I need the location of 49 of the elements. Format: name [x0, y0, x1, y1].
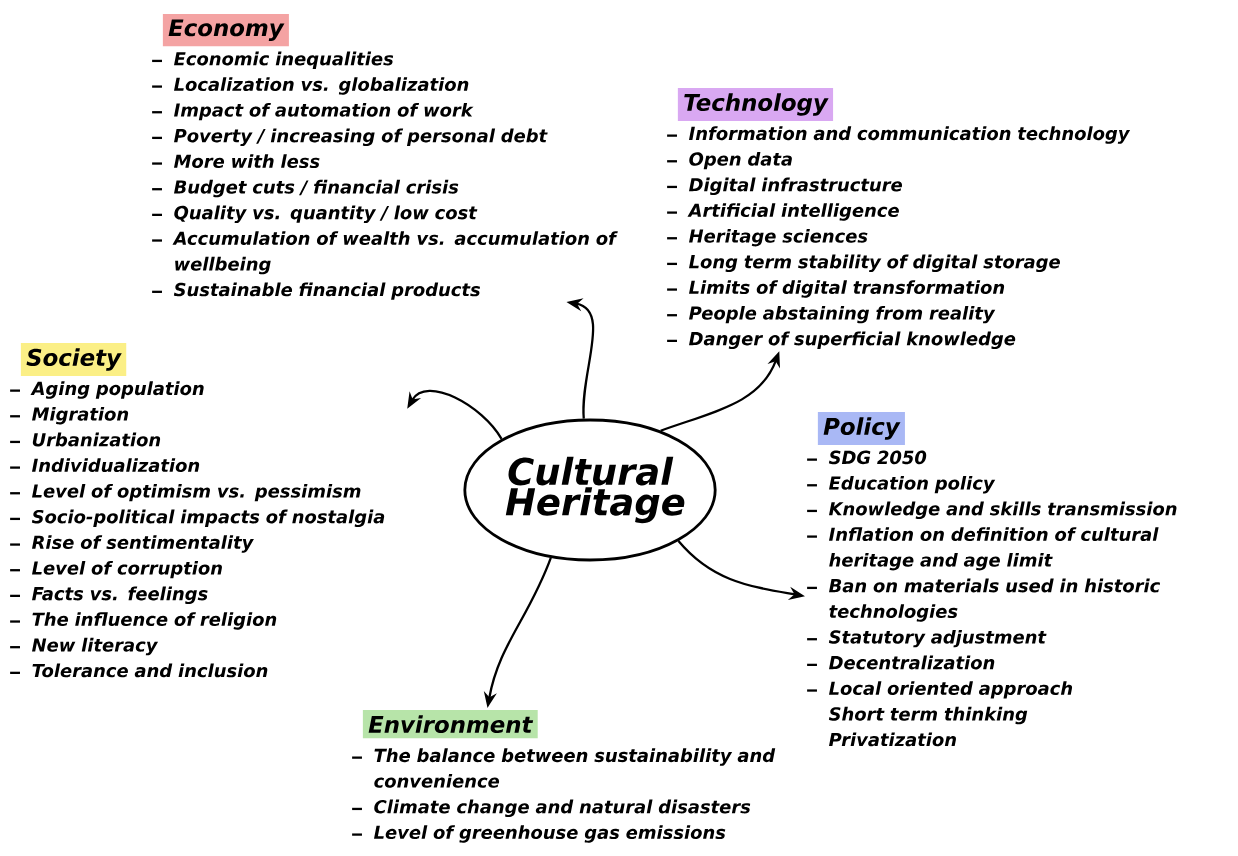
- node-label: Sustainable financial products: [173, 282, 481, 300]
- node-label: Digital infrastructure: [689, 177, 903, 196]
- node-label: Statutory adjustment: [828, 629, 1047, 648]
- node-label: Socio-political impacts of nostalgia: [31, 509, 385, 528]
- node-label: The balance between sustainability and convenience: [374, 748, 776, 788]
- node-label: Accumulation of wealth vs. accumulation of wellbeing: [172, 231, 618, 275]
- node-label: Tolerance and inclusion: [32, 663, 268, 678]
- node-label: Danger of superficial knowledge: [689, 331, 1016, 350]
- node-label: Climate change and natural disasters: [374, 799, 751, 818]
- node-label: Open data: [689, 151, 792, 170]
- node-label: Information and communication technology: [689, 126, 1131, 144]
- node-label: Level of corruption: [32, 560, 222, 579]
- node-label: Short term thinking: [828, 706, 1028, 725]
- node-label: Education policy: [829, 475, 996, 494]
- node-label: Heritage sciences: [689, 228, 868, 247]
- node-label: SDG 2050: [828, 450, 927, 465]
- node-label: Budget cuts / financial crisis: [174, 179, 459, 198]
- node-label: Impact of automation of work: [174, 102, 474, 121]
- node-label: Ban on materials used in historic technologies: [829, 578, 1161, 622]
- node-label: Privatization: [829, 732, 956, 747]
- node-label: Local oriented approach: [829, 681, 1073, 699]
- node-label: Facts vs. feelings: [32, 586, 208, 605]
- node-label: Long term stability of digital storage: [689, 254, 1060, 273]
- node-label: New literacy: [32, 637, 159, 656]
- node-label: Economic inequalities: [174, 51, 394, 69]
- node-label: Migration: [32, 406, 129, 425]
- node-label: Environment: [368, 715, 534, 734]
- node-label: Decentralization: [829, 655, 995, 670]
- node-label: Knowledge and skills transmission: [829, 501, 1177, 520]
- node-label: Level of greenhouse gas emissions: [374, 825, 726, 843]
- node-label: Urbanization: [32, 432, 161, 447]
- node-label: Aging population: [30, 381, 204, 399]
- node-label: Inflation on definition of cultural heritage and age limit: [829, 527, 1159, 571]
- node-label: More with less: [174, 154, 320, 169]
- node-label: Artificial intelligence: [687, 203, 899, 221]
- node-label: Quality vs. quantity / low cost: [174, 205, 478, 223]
- node-label: Level of optimism vs. pessimism: [32, 483, 361, 502]
- node-label: People abstaining from reality: [689, 305, 996, 324]
- node-label: Individualization: [32, 458, 200, 473]
- topic-list: Society Aging population Migration Urbanization Individualization Level of optimism vs. pessimism Socio-political impacts of nostalgia Rise of sentimentality Level of corruption Facts vs. feelings The influence of religion New literacy Tolerance and inclusion: [8, 341, 407, 680]
- curved-arrow: [407, 389, 503, 440]
- node-label: Limits of digital transformation: [689, 280, 1005, 298]
- topic-list: Environment The balance between sustainability and convenience Climate change and natural disasters Level of greenhouse gas emissions: [350, 708, 824, 845]
- topic-list: Technology Information and communication technology Open data Digital infrastructure Artificial intelligence Heritage sciences Long term stability of digital storage Limits of digital transformation People abstaining from reality Danger of superficial knowledge: [665, 86, 1209, 351]
- node-label: Rise of sentimentality: [32, 535, 254, 553]
- node-label: The influence of religion: [32, 612, 277, 630]
- node-label: Poverty / increasing of personal debt: [174, 128, 548, 147]
- node-label: Localization vs. globalization: [174, 77, 469, 95]
- topic-list: Economy Economic inequalities Localization vs. globalization Impact of automation of work Poverty / increasing of personal debt More with less Budget cuts / financial crisis Quality vs. quantity / low cost Accumulation of wealth vs. accumulation of wellbeing Sustainable financial products: [150, 12, 634, 302]
